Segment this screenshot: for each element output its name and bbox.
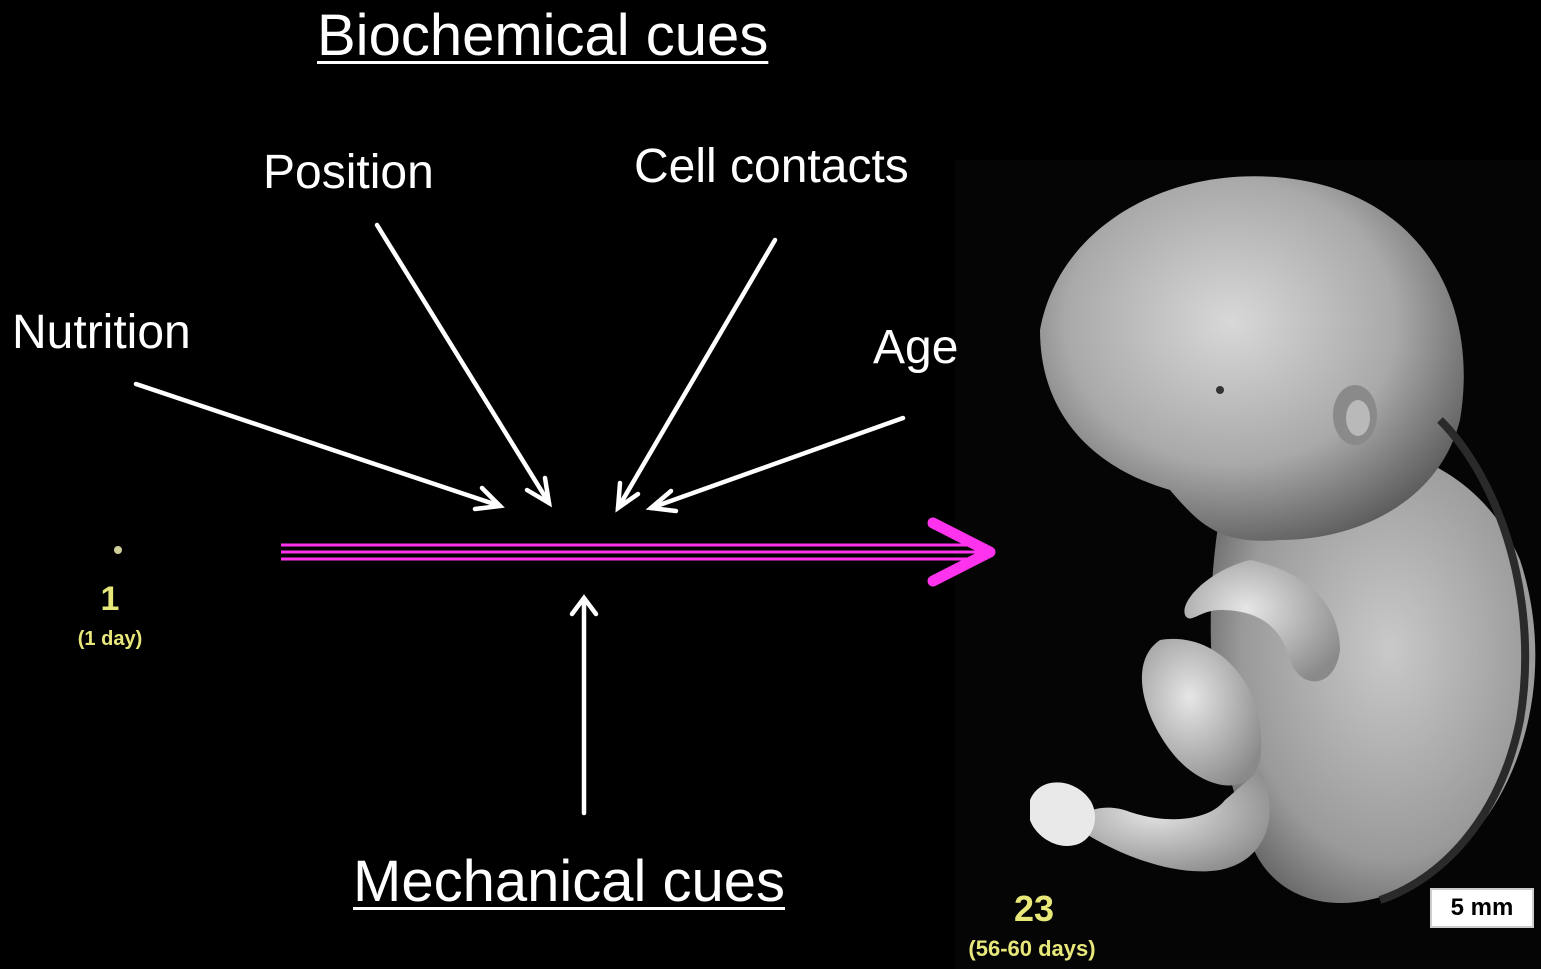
stage-23-number: 23 [996,888,1072,930]
cue-position: Position [263,145,434,200]
scale-bar: 5 mm [1430,888,1534,928]
stage-1-label: (1 day) [56,628,164,651]
cell-contacts-arrow [618,240,775,508]
cue-age: Age [873,320,958,375]
stage-1-number: 1 [88,580,132,619]
biochemical-cues-title: Biochemical cues [317,2,768,69]
development-arrow [281,523,990,581]
age-arrow [651,418,903,508]
cue-cell-contacts: Cell contacts [634,139,909,194]
cue-nutrition: Nutrition [12,305,191,360]
cue-arrows [136,225,903,813]
zygote-dot [114,546,122,554]
nutrition-arrow [136,384,500,506]
mechanical-cues-title: Mechanical cues [353,848,785,915]
embryo-image [955,160,1541,969]
stage-23-label: (56-60 days) [948,936,1116,962]
position-arrow [377,225,549,503]
